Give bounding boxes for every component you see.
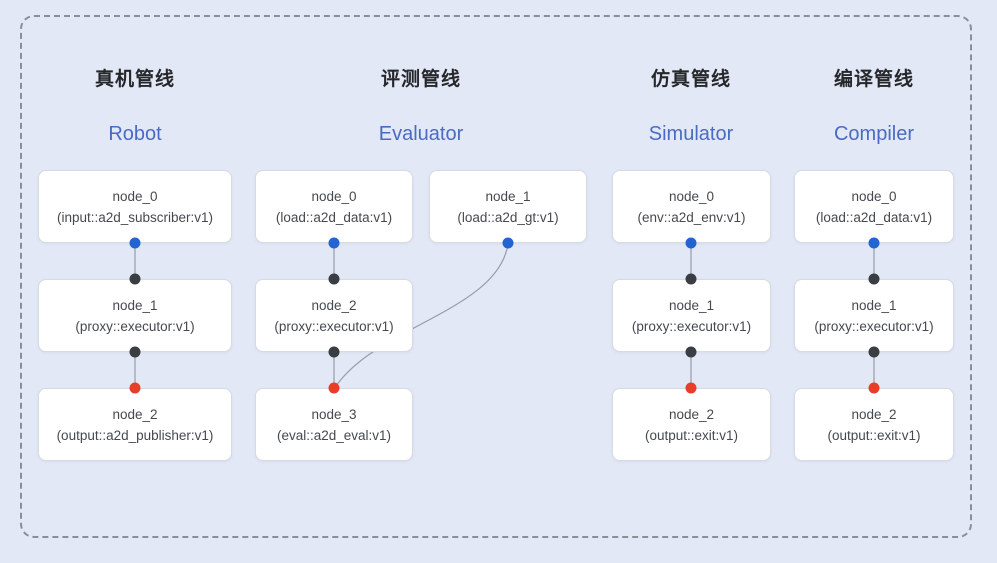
node-type: (proxy::executor:v1) [75,318,195,334]
pipeline-title-simulator: 仿真管线 [650,69,732,90]
pipeline-subtitle-evaluator: Evaluator [378,123,464,145]
node-type: (input::a2d_subscriber:v1) [56,209,214,225]
pipeline-subtitle-compiler: Compiler [833,123,915,145]
node-name: node_0 [668,188,715,204]
node-robot-node1: node_1 (proxy::executor:v1) [38,279,232,352]
node-robot-node0: node_0 (input::a2d_subscriber:v1) [38,170,232,243]
node-name: node_1 [112,297,158,313]
node-name: node_1 [485,188,531,204]
node-type: (env::a2d_env:v1) [637,209,746,225]
pipeline-title-robot: 真机管线 [94,69,176,90]
node-name: node_0 [311,188,357,204]
node-comp-node1: node_1 (proxy::executor:v1) [794,279,954,352]
pipeline-subtitle-robot: Robot [108,123,162,145]
node-name: node_0 [112,188,158,204]
pipeline-title-evaluator: 评测管线 [380,69,462,90]
node-name: node_1 [668,297,715,313]
node-comp-node0: node_0 (load::a2d_data:v1) [794,170,954,243]
node-sim-node2: node_2 (output::exit:v1) [612,388,771,461]
node-name: node_3 [311,406,357,422]
node-robot-node2: node_2 (output::a2d_publisher:v1) [38,388,232,461]
node-type: (proxy::executor:v1) [814,318,934,334]
node-type: (load::a2d_gt:v1) [457,209,559,225]
node-sim-node0: node_0 (env::a2d_env:v1) [612,170,771,243]
node-name: node_2 [112,406,158,422]
node-eval-node2: node_2 (proxy::executor:v1) [255,279,413,352]
node-name: node_2 [851,406,897,422]
node-name: node_1 [851,297,897,313]
node-eval-node1: node_1 (load::a2d_gt:v1) [429,170,587,243]
node-name: node_0 [851,188,897,204]
node-type: (load::a2d_data:v1) [815,209,933,225]
node-sim-node1: node_1 (proxy::executor:v1) [612,279,771,352]
node-type: (proxy::executor:v1) [631,318,752,334]
pipeline-title-compiler: 编译管线 [833,69,915,90]
node-type: (eval::a2d_eval:v1) [276,427,392,443]
node-type: (load::a2d_data:v1) [275,209,393,225]
node-eval-node3: node_3 (eval::a2d_eval:v1) [255,388,413,461]
node-type: (output::exit:v1) [827,427,921,443]
node-eval-node0: node_0 (load::a2d_data:v1) [255,170,413,243]
node-type: (output::exit:v1) [644,427,739,443]
node-type: (proxy::executor:v1) [274,318,394,334]
node-type: (output::a2d_publisher:v1) [56,427,214,443]
node-name: node_2 [668,406,715,422]
node-comp-node2: node_2 (output::exit:v1) [794,388,954,461]
pipeline-subtitle-simulator: Simulator [648,123,734,145]
dashed-frame [20,15,972,538]
node-name: node_2 [311,297,357,313]
